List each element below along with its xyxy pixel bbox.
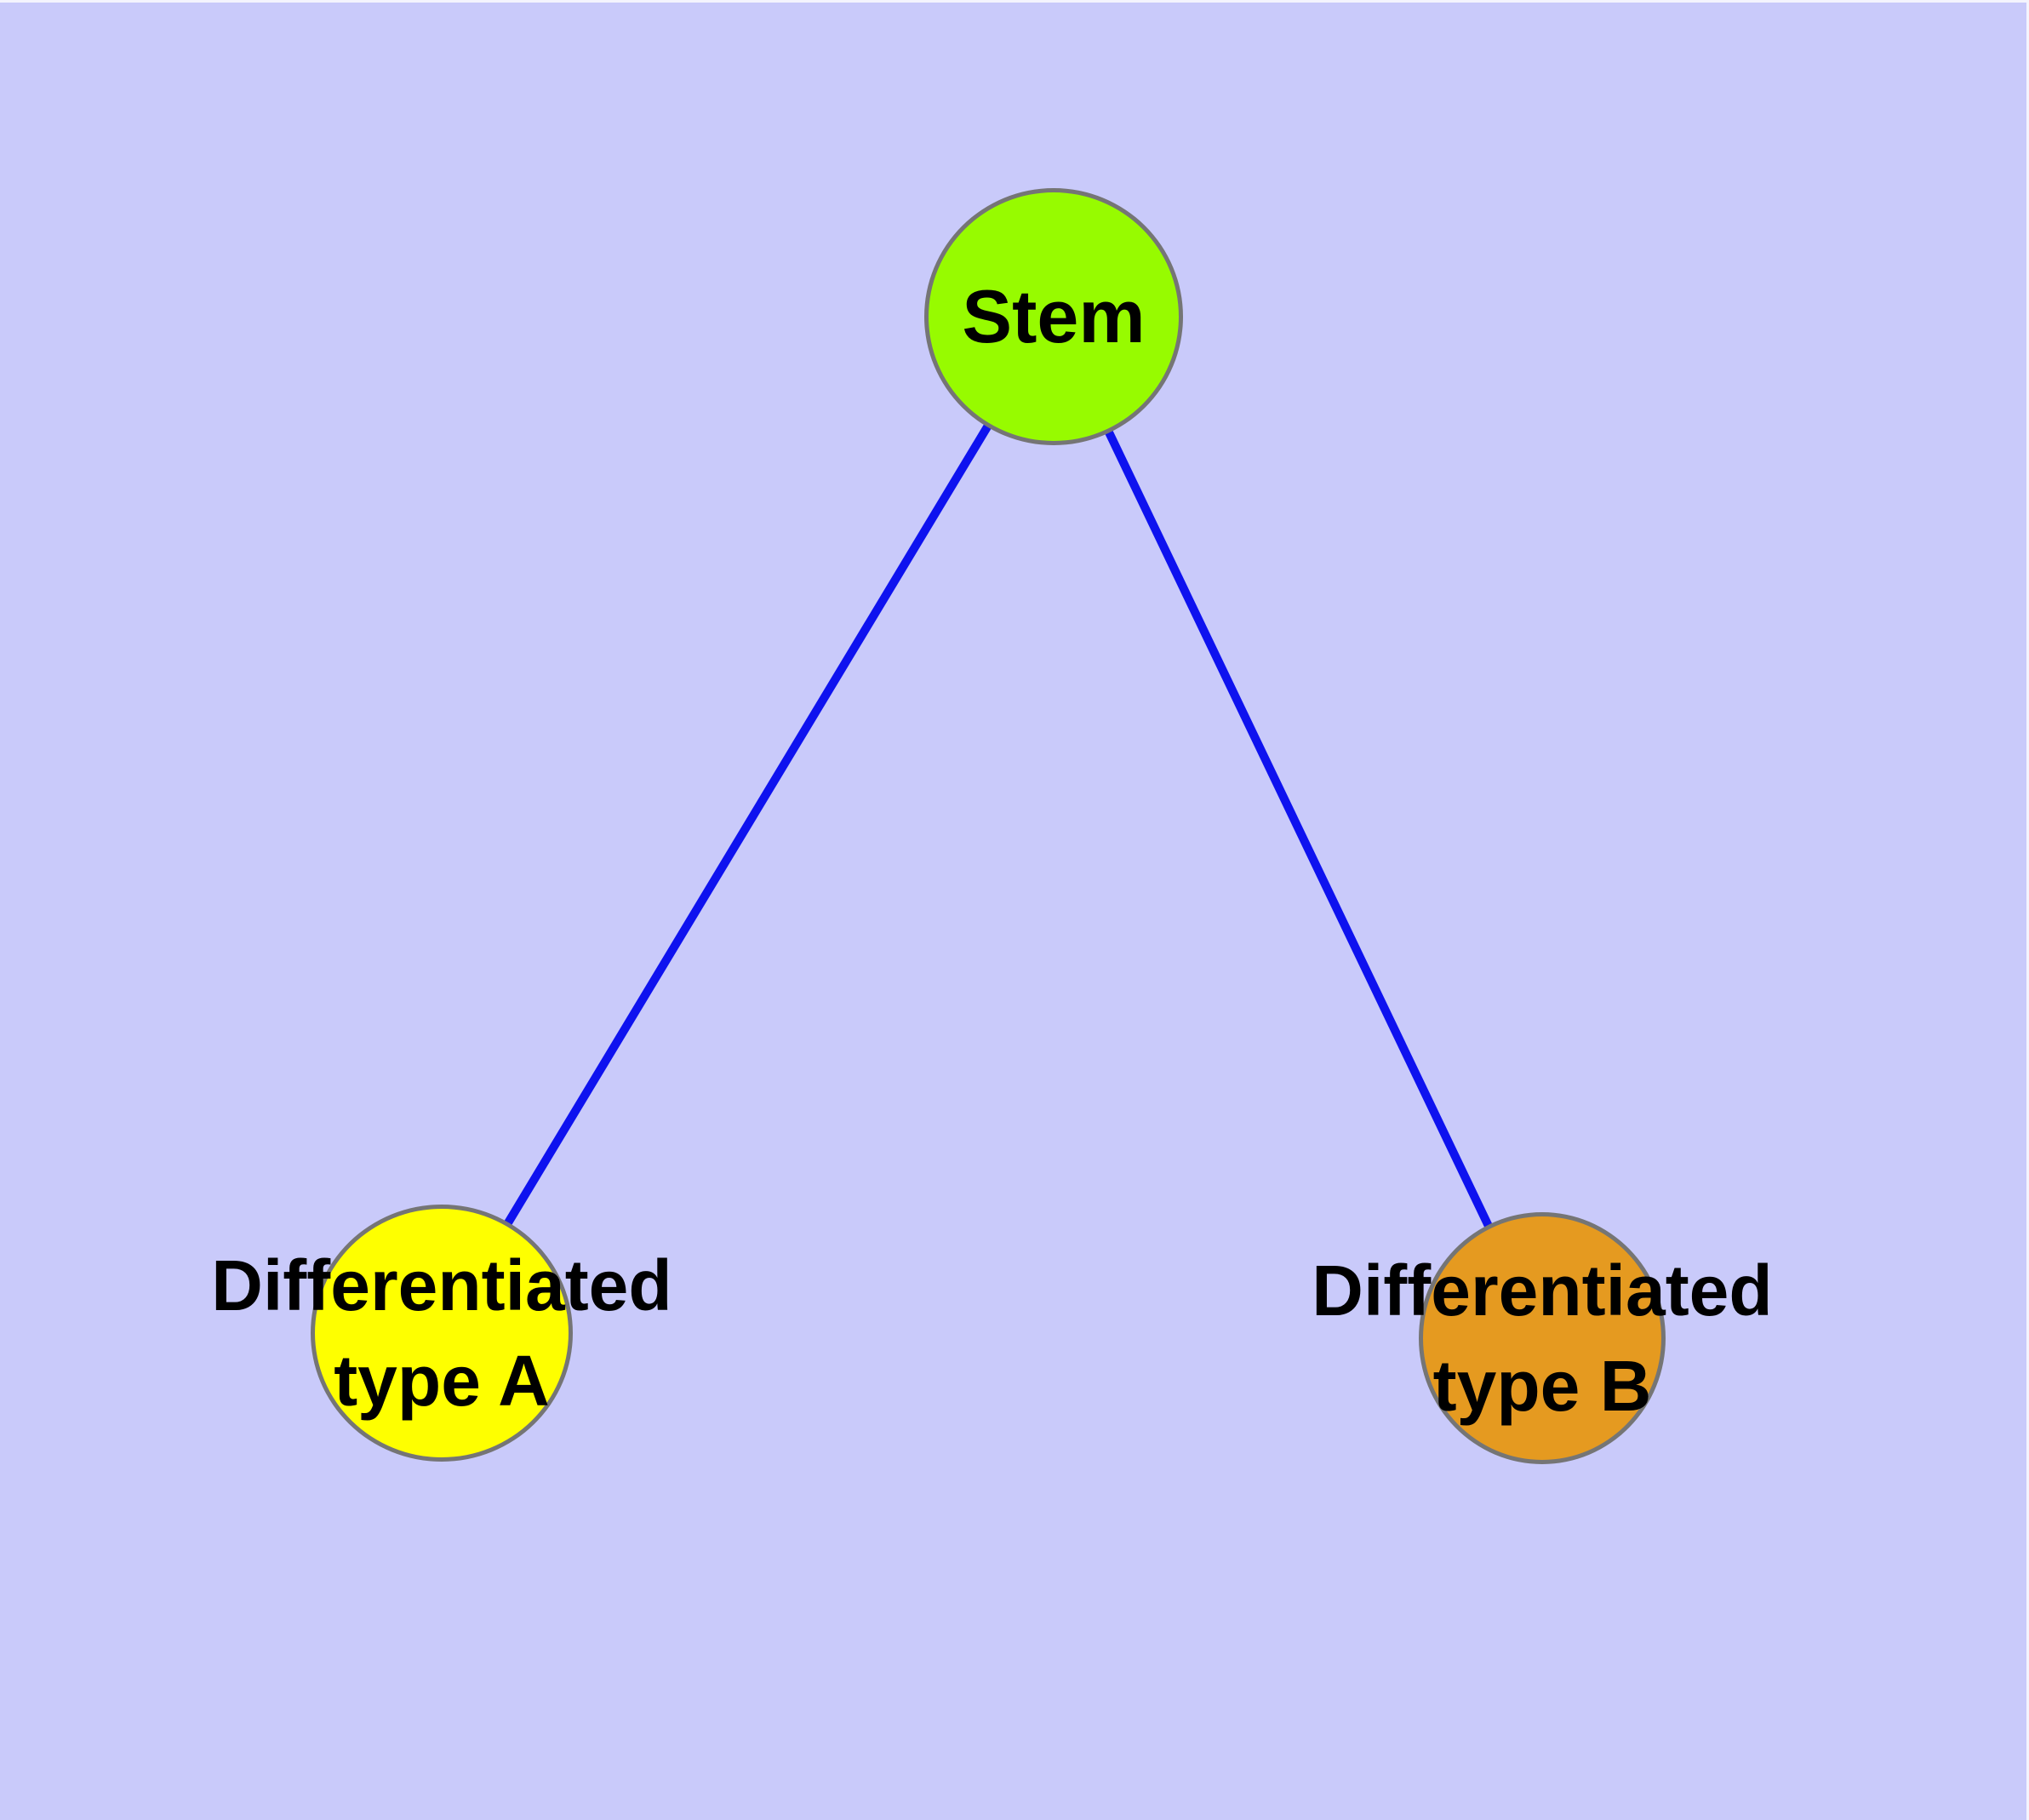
node-stem-label-text: Stem xyxy=(962,274,1146,358)
node-stem-circle xyxy=(924,188,1183,445)
node-differentiated-type-a-circle xyxy=(311,1205,573,1462)
node-differentiated-type-b-circle xyxy=(1419,1212,1666,1464)
canvas-top-edge-highlight xyxy=(0,0,2029,3)
node-differentiated-type-b-label-line2: type B xyxy=(1432,1346,1652,1426)
edge-stem-to-type-a xyxy=(437,314,1058,1336)
node-differentiated-type-b-label: Differentiated type B xyxy=(1312,1243,1772,1434)
canvas-right-edge-highlight xyxy=(2026,0,2029,1820)
node-differentiated-type-b-label-line1: Differentiated xyxy=(1312,1251,1773,1331)
node-differentiated-type-a-label-line1: Differentiated xyxy=(211,1245,672,1325)
edge-stem-to-type-b xyxy=(1049,314,1546,1341)
node-differentiated-type-a-label-line2: type A xyxy=(334,1341,550,1421)
node-stem-label: Stem xyxy=(962,274,1145,359)
node-differentiated-type-a-label: Differentiated type A xyxy=(211,1238,672,1428)
